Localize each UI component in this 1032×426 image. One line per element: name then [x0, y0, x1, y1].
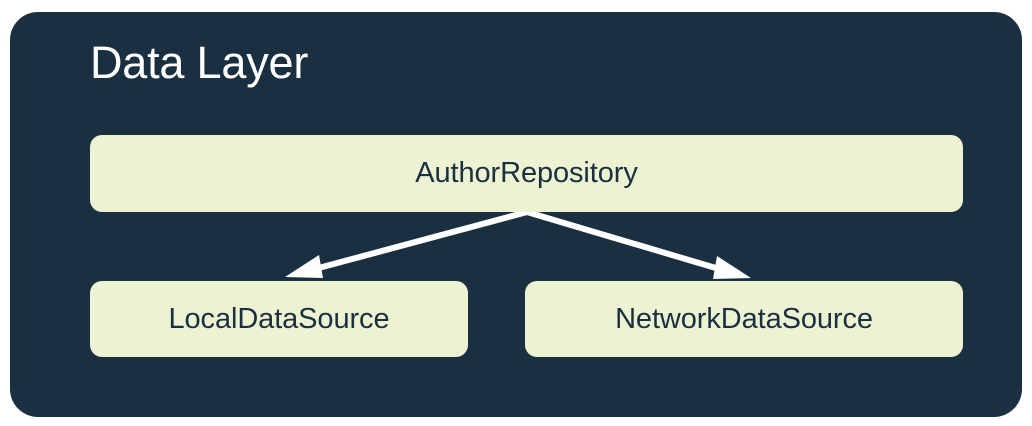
edge-repository-to-local	[285, 209, 528, 278]
data-layer-container: Data Layer AuthorRepository LocalDataSou…	[10, 12, 1022, 417]
node-author-repository[interactable]: AuthorRepository	[90, 135, 963, 212]
layer-title: Data Layer	[90, 37, 309, 88]
node-label-local-data-source: LocalDataSource	[168, 302, 390, 335]
edge-repository-to-network	[526, 209, 751, 279]
node-network-data-source[interactable]: NetworkDataSource	[525, 281, 963, 357]
node-local-data-source[interactable]: LocalDataSource	[90, 281, 468, 357]
node-label-network-data-source: NetworkDataSource	[615, 302, 873, 335]
node-label-author-repository: AuthorRepository	[415, 157, 638, 189]
